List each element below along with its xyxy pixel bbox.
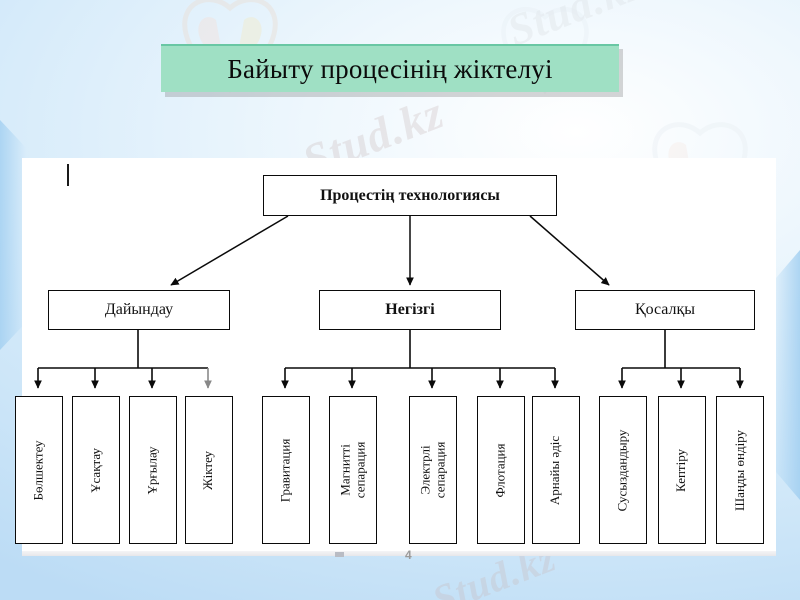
leaf-elektrli-separaciya[interactable]: Электрлі сепарация xyxy=(409,396,457,544)
leaf-label: Ұсақтау xyxy=(87,447,103,493)
leaf-flotaciya[interactable]: Флотация xyxy=(477,396,525,544)
footer-marker xyxy=(335,552,344,557)
leaf-usaqtau[interactable]: Ұсақтау xyxy=(72,396,120,544)
leaf-jikteu[interactable]: Жіктеу xyxy=(185,396,233,544)
leaf-label: Бөлшектеу xyxy=(30,439,46,501)
page-number: 4 xyxy=(405,548,412,562)
leaf-arnayy-adis[interactable]: Арнайы әдіс xyxy=(532,396,580,544)
node-root-label: Процестің технологиясы xyxy=(320,186,500,204)
leaf-label: Гравитация xyxy=(277,438,293,502)
slide-title-plate: Байыту процесінің жіктелуі xyxy=(161,44,619,92)
panel-bottom-edge xyxy=(22,551,776,556)
leaf-label: Жіктеу xyxy=(200,450,216,490)
node-branch-qosalqy[interactable]: Қосалқы xyxy=(575,290,755,330)
node-branch-negizgi[interactable]: Негізгі xyxy=(319,290,501,330)
leaf-susyzdandyru[interactable]: Сусыздандыру xyxy=(599,396,647,544)
leaf-label: Магнитті сепарация xyxy=(337,441,368,499)
node-root[interactable]: Процестің технологиясы xyxy=(263,175,557,216)
leaf-label: Шаңды өндіру xyxy=(731,429,747,511)
leaf-urgylau[interactable]: Ұрғылау xyxy=(129,396,177,544)
leaf-label: Флотация xyxy=(492,443,508,497)
leaf-shandy-ondiru[interactable]: Шаңды өндіру xyxy=(716,396,764,544)
leaf-label: Кептіру xyxy=(673,448,689,492)
leaf-bolshektey[interactable]: Бөлшектеу xyxy=(15,396,63,544)
text-caret xyxy=(67,164,69,186)
node-branch-dayindau[interactable]: Дайындау xyxy=(48,290,230,330)
page-title: Байыту процесінің жіктелуі xyxy=(227,53,553,84)
node-branch-label: Қосалқы xyxy=(634,301,696,318)
leaf-gravitaciya[interactable]: Гравитация xyxy=(262,396,310,544)
leaf-label: Электрлі сепарация xyxy=(417,441,448,499)
leaf-keptiru[interactable]: Кептіру xyxy=(658,396,706,544)
leaf-label: Сусыздандыру xyxy=(614,429,630,511)
leaf-label: Арнайы әдіс xyxy=(547,435,563,505)
node-branch-label: Негізгі xyxy=(385,301,435,318)
node-branch-label: Дайындау xyxy=(104,301,174,318)
leaf-label: Ұрғылау xyxy=(144,445,160,495)
leaf-magnitti-separaciya[interactable]: Магнитті сепарация xyxy=(329,396,377,544)
